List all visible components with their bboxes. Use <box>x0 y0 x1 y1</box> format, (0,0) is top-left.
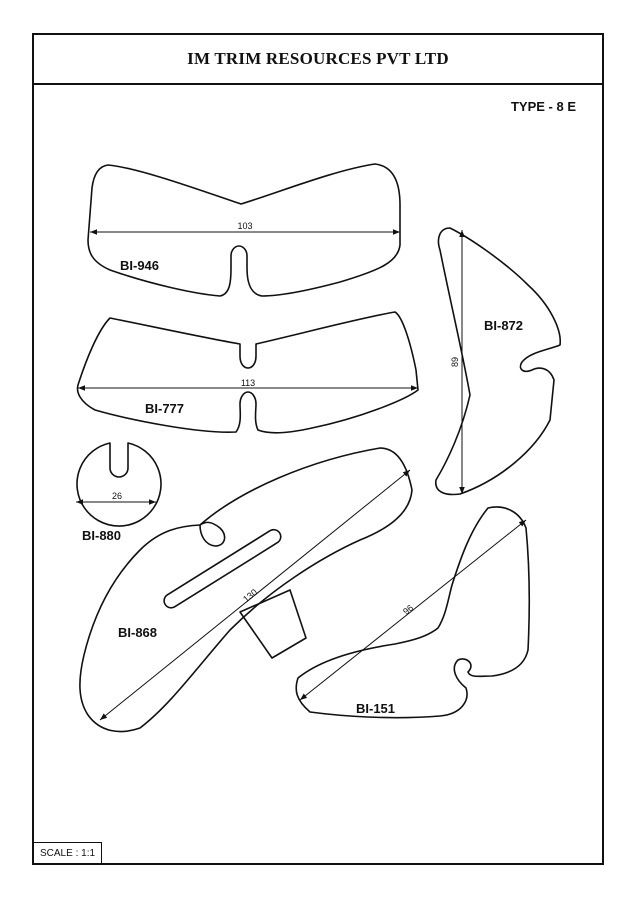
company-title: IM TRIM RESOURCES PVT LTD <box>187 49 449 68</box>
part-bi-777-dimension: 113 <box>241 378 255 388</box>
type-label: TYPE - 8 E <box>510 99 576 114</box>
part-bi-880: 26 BI-880 <box>76 442 162 543</box>
part-bi-777-label: BI-777 <box>145 401 184 416</box>
part-bi-946-outline <box>87 163 401 297</box>
drawing-sheet: IM TRIM RESOURCES PVT LTD TYPE - 8 E SCA… <box>32 33 604 865</box>
part-bi-872-dimension: 89 <box>450 357 460 367</box>
part-bi-151: 96 BI-151 <box>295 506 531 719</box>
part-bi-880-label: BI-880 <box>82 528 121 543</box>
part-bi-868-label: BI-868 <box>118 625 157 640</box>
part-bi-946: 103 BI-946 <box>87 163 401 297</box>
part-bi-946-label: BI-946 <box>120 258 159 273</box>
part-bi-868-dimension: 130 <box>241 587 259 604</box>
part-bi-946-dimension: 103 <box>237 221 252 231</box>
part-bi-777-outline <box>76 311 419 434</box>
part-bi-872-label: BI-872 <box>484 318 523 333</box>
part-bi-151-label: BI-151 <box>356 701 395 716</box>
part-bi-880-outline <box>76 442 162 527</box>
title-block: IM TRIM RESOURCES PVT LTD <box>34 35 602 85</box>
scale-box: SCALE : 1:1 <box>34 842 103 863</box>
part-bi-777: 113 BI-777 <box>76 311 419 434</box>
part-bi-868: 130 BI-868 <box>79 447 413 733</box>
part-bi-868-outline <box>79 447 413 733</box>
part-bi-151-dimension-line <box>299 519 527 701</box>
part-bi-151-dimension: 96 <box>401 603 415 617</box>
part-bi-880-dimension: 26 <box>112 491 122 501</box>
part-bi-868-dimension-line <box>99 469 411 721</box>
part-bi-872: 89 BI-872 <box>435 227 561 496</box>
